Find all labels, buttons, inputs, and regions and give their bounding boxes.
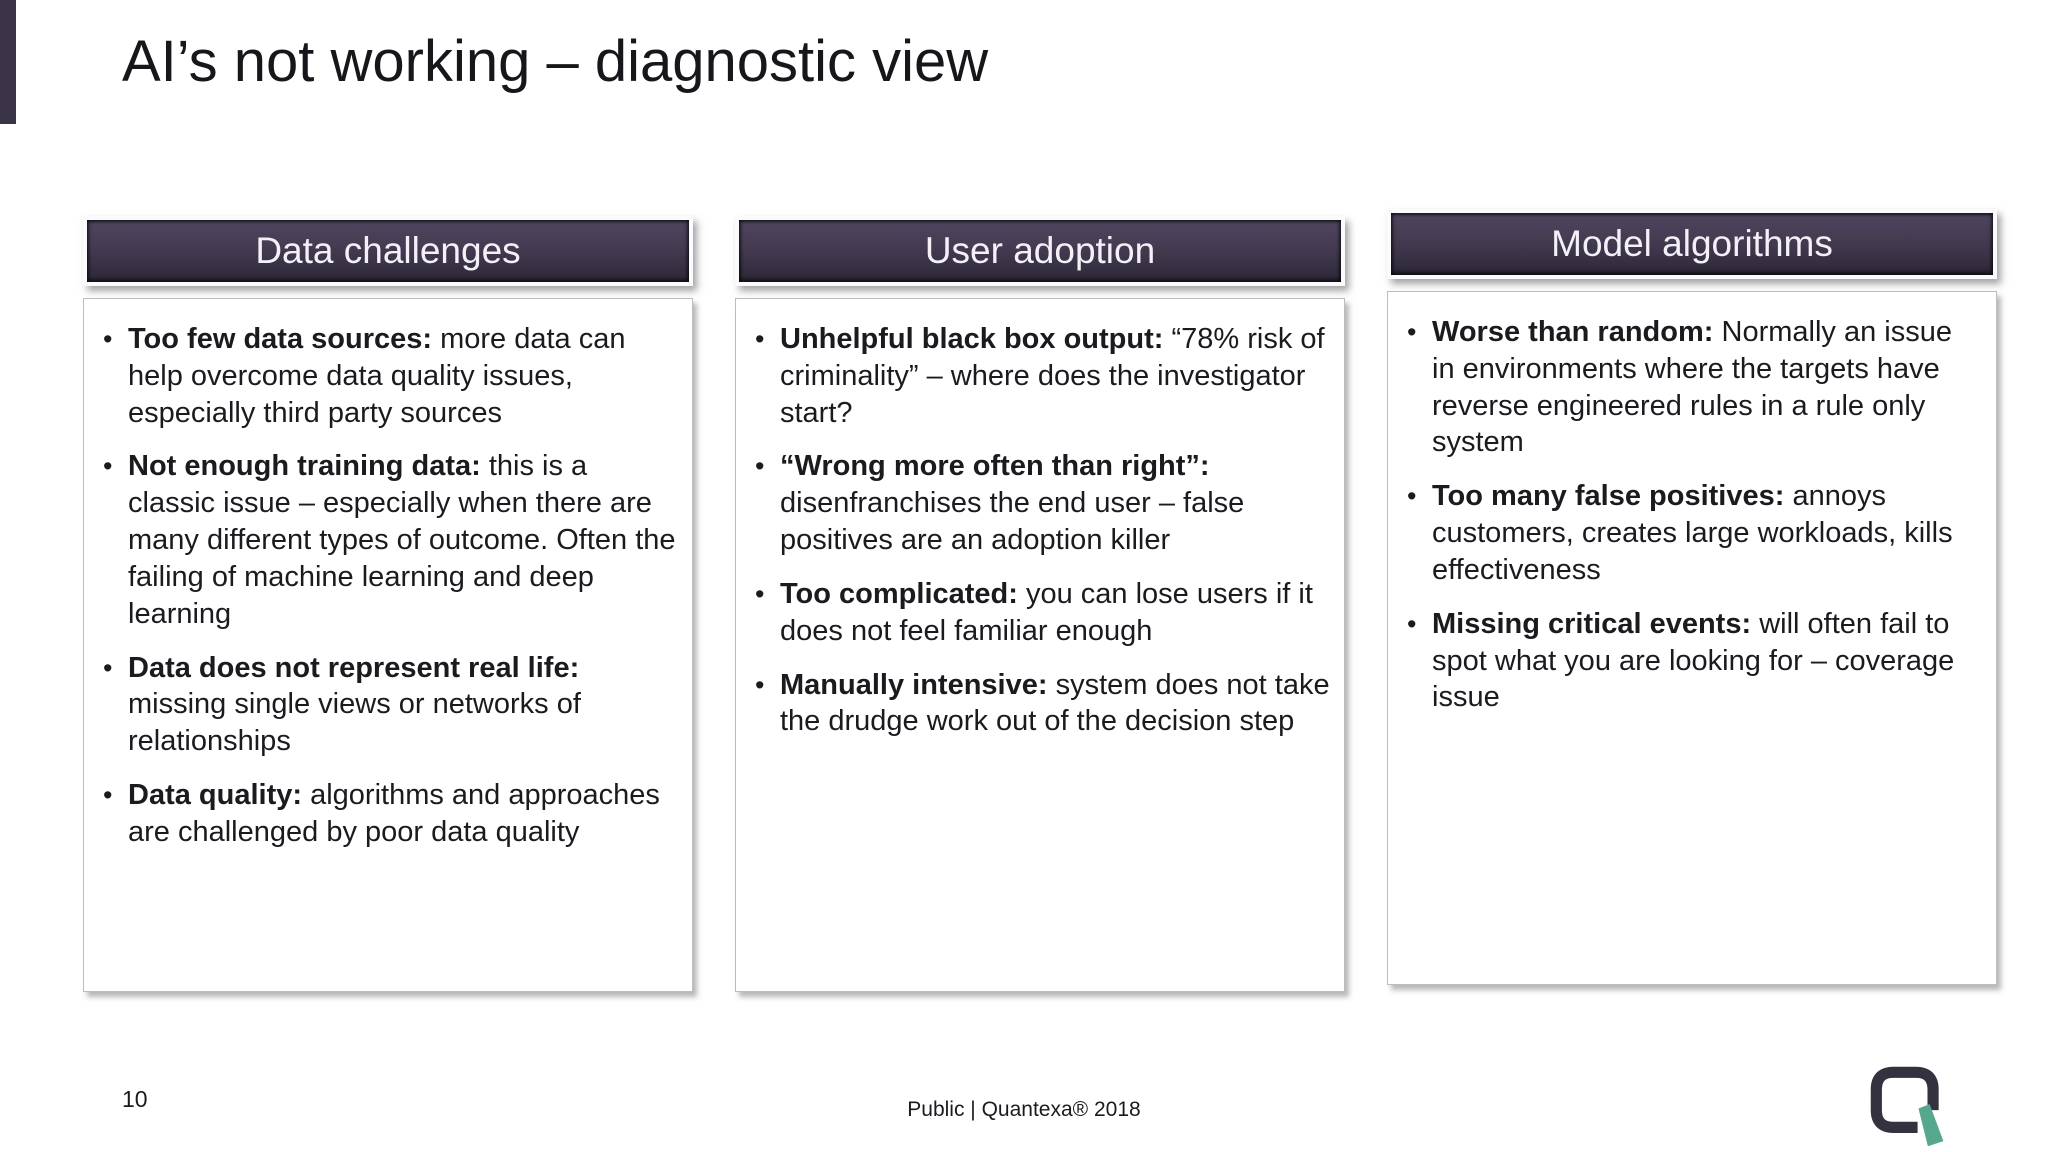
bullet-lead: Data does not represent real life:	[128, 651, 580, 684]
bullet-item: Unhelpful black box output: “78% risk of…	[750, 321, 1330, 431]
column-body-model-algorithms: Worse than random: Normally an issue in …	[1387, 291, 1997, 985]
bullet-text: you can lose users if it does not feel f…	[780, 577, 1313, 647]
bullet-item: Too complicated: you can lose users if i…	[750, 576, 1330, 650]
bullet-lead: Worse than random:	[1432, 316, 1714, 348]
footer-classification: Public | Quantexa® 2018	[907, 1098, 1141, 1121]
bullet-item: Data does not represent real life: missi…	[98, 650, 678, 760]
page-number: 10	[122, 1086, 148, 1112]
bullet-text: annoys customers, creates large workload…	[1432, 480, 1953, 586]
bullet-text: missing single views or networks of rela…	[128, 688, 581, 758]
bullet-item: Missing critical events: will often fail…	[1402, 606, 1982, 716]
bullet-text: will often fail to spot what you are loo…	[1432, 607, 1955, 714]
column-header-user-adoption: User adoption	[735, 216, 1345, 286]
bullet-text: system does not take the drudge work out…	[780, 668, 1330, 738]
column-header-data-challenges: Data challenges	[83, 216, 693, 286]
bullet-list: Too few data sources: more data can help…	[98, 321, 678, 851]
bullet-lead: Too few data sources:	[128, 323, 433, 355]
title-accent-bar	[0, 0, 16, 124]
bullet-lead: Missing critical events:	[1432, 607, 1752, 640]
column-body-data-challenges: Too few data sources: more data can help…	[83, 298, 693, 992]
bullet-item: Too few data sources: more data can help…	[98, 321, 678, 431]
column-model-algorithms: Model algorithms Worse than random: Norm…	[1387, 209, 1997, 985]
bullet-text: algorithms and approaches are challenged…	[128, 779, 660, 848]
quantexa-logo-icon	[1870, 1066, 1944, 1147]
bullet-list: Unhelpful black box output: “78% risk of…	[750, 321, 1330, 740]
column-body-user-adoption: Unhelpful black box output: “78% risk of…	[735, 298, 1345, 992]
column-header-label: Model algorithms	[1551, 223, 1833, 264]
bullet-text: more data can help overcome data quality…	[128, 323, 626, 429]
bullet-item: Too many false positives: annoys custome…	[1402, 478, 1982, 588]
bullet-lead: Unhelpful black box output:	[780, 323, 1164, 355]
column-header-label: User adoption	[924, 230, 1156, 271]
bullet-item: Worse than random: Normally an issue in …	[1402, 314, 1982, 461]
bullet-text: Normally an issue in environments where …	[1432, 316, 1952, 459]
column-data-challenges: Data challenges Too few data sources: mo…	[83, 216, 693, 992]
bullet-text: this is a classic issue – especially whe…	[128, 450, 676, 630]
bullet-item: Manually intensive: system does not take…	[750, 667, 1330, 741]
bullet-item: Not enough training data: this is a clas…	[98, 448, 678, 632]
logo-lens-handle	[1918, 1104, 1944, 1147]
logo-q-outline	[1870, 1066, 1939, 1133]
bullet-lead: Data quality:	[128, 779, 303, 812]
page-title: AI’s not working – diagnostic view	[122, 29, 989, 94]
bullet-item: Data quality: algorithms and approaches …	[98, 777, 678, 851]
column-header-model-algorithms: Model algorithms	[1387, 209, 1997, 279]
bullet-text: “78% risk of criminality” – where does t…	[780, 323, 1325, 429]
bullet-lead: Too complicated:	[780, 577, 1018, 610]
column-user-adoption: User adoption Unhelpful black box output…	[735, 216, 1345, 992]
bullet-text: disenfranchises the end user – false pos…	[780, 487, 1245, 557]
bullet-lead: Manually intensive:	[780, 668, 1048, 701]
bullet-lead: Not enough training data:	[128, 450, 481, 483]
column-header-label: Data challenges	[255, 230, 521, 271]
bullet-list: Worse than random: Normally an issue in …	[1402, 314, 1982, 716]
bullet-lead: Too many false positives:	[1432, 480, 1785, 513]
bullet-lead: “Wrong more often than right”:	[780, 450, 1210, 483]
bullet-item: “Wrong more often than right”: disenfran…	[750, 448, 1330, 558]
